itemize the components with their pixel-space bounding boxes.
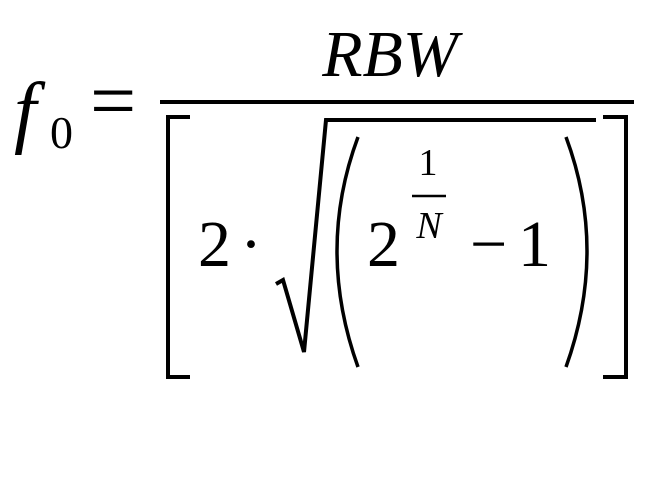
right-square-bracket [603, 115, 628, 379]
minus-sign: − [470, 208, 507, 281]
right-parenthesis [564, 136, 589, 368]
multiply-dot: · [240, 208, 262, 281]
exponent-numerator: 1 [419, 142, 438, 184]
exponent-denominator: N [415, 205, 444, 247]
coefficient: 2 [198, 208, 231, 281]
left-square-bracket [166, 115, 190, 379]
numerator: RBW [321, 18, 463, 91]
constant-one: 1 [518, 208, 551, 281]
left-parenthesis [335, 136, 360, 368]
power-base: 2 [367, 208, 400, 281]
radical-sign [275, 118, 596, 353]
lhs-variable: f [14, 68, 46, 156]
lhs-subscript: 0 [50, 107, 73, 158]
equals-sign: = [90, 55, 136, 146]
